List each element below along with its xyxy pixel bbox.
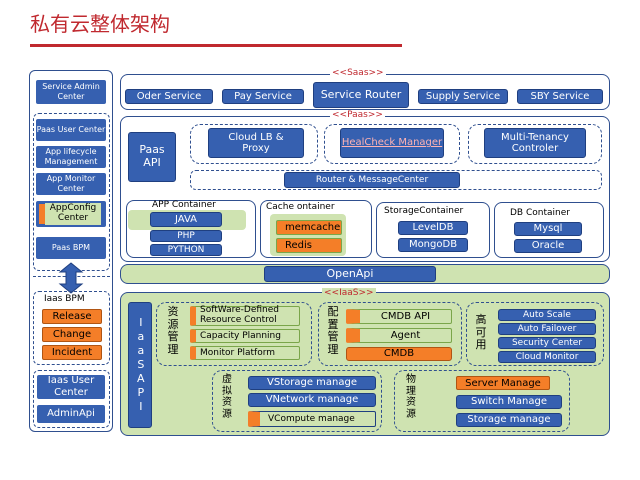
healcheck-label: HealCheck Manager [341,137,443,149]
service-router-button[interactable]: Service Router [313,82,409,108]
security-center[interactable]: Security Center [498,337,596,349]
memcache-item[interactable]: memcache [276,220,342,235]
ha-label: 高可用 [475,313,487,352]
physical-resources-label: 物理资源 [406,374,416,420]
change-button[interactable]: Change [42,327,102,342]
left-column-panel [29,70,113,432]
multitenancy-group [468,124,602,164]
app-monitor-center[interactable]: App Monitor Center [36,173,106,195]
leveldb-item[interactable]: LevelDB [398,221,468,235]
iaas-user-center[interactable]: Iaas User Center [37,375,105,399]
app-lifecycle-management[interactable]: App lifecycle Management [36,146,106,168]
switch-manage[interactable]: Switch Manage [456,395,562,409]
incident-button[interactable]: Incident [42,345,102,360]
db-container-label: DB Container [510,208,570,218]
openapi-button[interactable]: OpenApi [264,266,436,282]
appconfig-center[interactable]: AppConfig Center [36,201,106,227]
page-title: 私有云整体架构 [30,12,170,36]
cache-container-panel [260,200,372,258]
oder-service-button[interactable]: Oder Service [125,89,213,104]
supply-service-button[interactable]: Supply Service [418,89,508,104]
mysql-item[interactable]: Mysql [514,222,582,236]
software-defined-resource-control[interactable]: SoftWare-Defined Resource Control [190,305,300,326]
admin-api[interactable]: AdminApi [37,405,105,423]
paas-api[interactable]: Paas API [128,132,176,182]
healcheck-manager[interactable]: HealCheck Manager [340,128,444,158]
paas-user-center[interactable]: Paas User Center [36,119,106,141]
vcompute-manage[interactable]: VCompute manage [248,411,376,427]
auto-failover[interactable]: Auto Failover [498,323,596,335]
vnetwork-manage[interactable]: VNetwork manage [248,393,376,407]
iaas-bpm-label: Iaas BPM [44,294,85,304]
iaas-tag: <<IaaS>> [322,288,376,298]
router-message-center[interactable]: Router & MessageCenter [284,172,460,188]
virtual-resources-label: 虚拟资源 [222,374,232,420]
iaas-api[interactable]: IaaSAPI [128,302,152,428]
ha-group [466,302,604,366]
double-arrow-icon [58,262,84,294]
cloud-monitor[interactable]: Cloud Monitor [498,351,596,363]
iaas-api-label: IaaSAPI [134,316,148,414]
cache-container-label: Cache ontainer [266,202,335,212]
service-admin-center[interactable]: Service Admin Center [36,80,106,104]
title-rule [30,44,402,47]
php-item[interactable]: PHP [150,230,222,242]
java-item[interactable]: JAVA [150,212,222,227]
monitor-platform[interactable]: Monitor Platform [190,346,300,360]
capacity-planning[interactable]: Capacity Planning [190,329,300,343]
cmdb[interactable]: CMDB [346,347,452,361]
storage-container-panel [376,202,490,258]
cloud-lb-group [190,124,318,164]
redis-item[interactable]: Redis [276,238,342,253]
appconfig-orange-mark [39,204,45,224]
config-mgmt-label: 配置管理 [327,305,339,356]
python-item[interactable]: PYTHON [150,244,222,256]
app-container-panel [126,200,256,258]
resource-mgmt-group [156,302,312,366]
auto-scale[interactable]: Auto Scale [498,309,596,321]
pay-service-button[interactable]: Pay Service [222,89,304,104]
agent[interactable]: Agent [346,328,452,343]
cloud-lb-proxy[interactable]: Cloud LB & Proxy [208,128,304,158]
paas-tag: <<Paas>> [330,110,385,120]
storage-manage[interactable]: Storage manage [456,413,562,427]
iaas-bpm-group [33,291,110,365]
vstorage-manage[interactable]: VStorage manage [248,376,376,390]
config-mgmt-group [318,302,462,366]
iaas-left-dashed-group [33,370,110,428]
release-button[interactable]: Release [42,309,102,324]
physical-resources-group [394,370,570,432]
router-group [190,170,602,190]
healcheck-group [324,124,460,164]
multi-tenancy-controler[interactable]: Multi-Tenancy Controler [484,128,586,158]
mongodb-item[interactable]: MongoDB [398,238,468,252]
cmdb-api[interactable]: CMDB API [346,309,452,324]
virtual-resources-group [212,370,382,432]
oracle-item[interactable]: Oracle [514,239,582,253]
saas-tag: <<Saas>> [330,68,386,78]
db-container-panel [494,202,604,258]
appconfig-label: AppConfig Center [45,203,101,225]
server-manage[interactable]: Server Manage [456,376,550,390]
sby-service-button[interactable]: SBY Service [517,89,603,104]
paas-bpm[interactable]: Paas BPM [36,237,106,259]
resource-mgmt-label: 资源管理 [167,305,179,356]
storage-container-label: StorageContainer [384,206,464,216]
app-container-label: APP Container [152,200,216,210]
